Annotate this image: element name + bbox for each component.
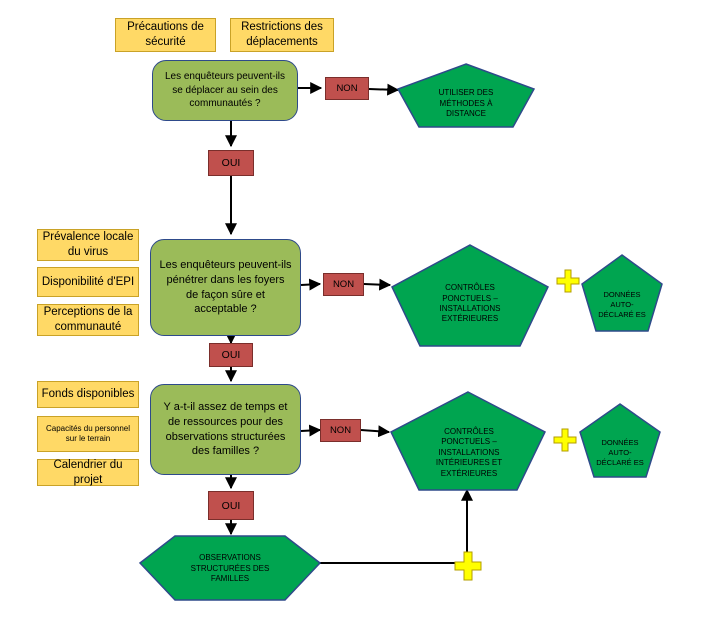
factor-community-perceptions: Perceptions de la communauté <box>37 304 139 336</box>
question-enter-households: Les enquêteurs peuvent-ils pénétrer dans… <box>150 239 301 336</box>
arrow-q3-to-no <box>300 424 322 437</box>
outcome-spot-outdoor-shape <box>391 244 549 347</box>
plus-icon <box>454 551 482 581</box>
outcome-spot-indoor-shape <box>390 391 546 491</box>
factor-project-schedule: Calendrier du projet <box>37 459 139 486</box>
arrow-no-to-remote <box>368 83 400 96</box>
factor-safety-precautions: Précautions de sécurité <box>115 18 216 52</box>
arrow-observations-to-spot-indoor <box>320 488 473 564</box>
answer-no-2: NON <box>323 273 364 296</box>
outcome-structured-observations: OBSERVATIONS STRUCTURÉES DES FAMILLES <box>190 553 270 584</box>
answer-yes-2: OUI <box>209 343 253 367</box>
factor-local-prevalence: Prévalence locale du virus <box>37 229 139 261</box>
outcome-self-reported-1-shape <box>581 254 663 332</box>
answer-yes-1: OUI <box>208 150 254 176</box>
answer-no-1: NON <box>325 77 369 100</box>
outcome-spot-checks-outdoor: CONTRÔLES PONCTUELS – INSTALLATIONS EXTÉ… <box>439 283 501 324</box>
outcome-self-reported-2-shape <box>579 403 661 478</box>
plus-icon <box>553 428 577 452</box>
arrow-no-to-spot-outdoor <box>363 278 392 291</box>
factor-available-funds: Fonds disponibles <box>37 381 139 408</box>
outcome-remote-methods-shape <box>396 63 536 128</box>
factor-ppe-availability: Disponibilité d'EPI <box>37 267 139 297</box>
outcome-spot-checks-indoor-outdoor: CONTRÔLES PONCTUELS – INSTALLATIONS INTÉ… <box>435 427 503 478</box>
plus-icon <box>556 269 580 293</box>
question-time-resources: Y a-t-il assez de temps et de ressources… <box>150 384 301 475</box>
arrow-no-to-spot-indoor <box>360 425 391 438</box>
outcome-observations-shape <box>138 535 322 601</box>
answer-yes-3: OUI <box>208 491 254 520</box>
outcome-self-reported-2: DONNÉES AUTO-DÉCLARÉ ES <box>596 438 644 467</box>
outcome-self-reported-1: DONNÉES AUTO-DÉCLARÉ ES <box>598 290 646 319</box>
outcome-remote-methods: UTILISER DES MÉTHODES À DISTANCE <box>438 88 494 119</box>
question-travel-within-communities: Les enquêteurs peuvent-ils se déplacer a… <box>152 60 298 121</box>
answer-no-3: NON <box>320 419 361 442</box>
arrow-q2-to-no <box>300 278 322 291</box>
factor-travel-restrictions: Restrictions des déplacements <box>230 18 334 52</box>
factor-field-staff-capacity: Capacités du personnel sur le terrain <box>37 416 139 452</box>
